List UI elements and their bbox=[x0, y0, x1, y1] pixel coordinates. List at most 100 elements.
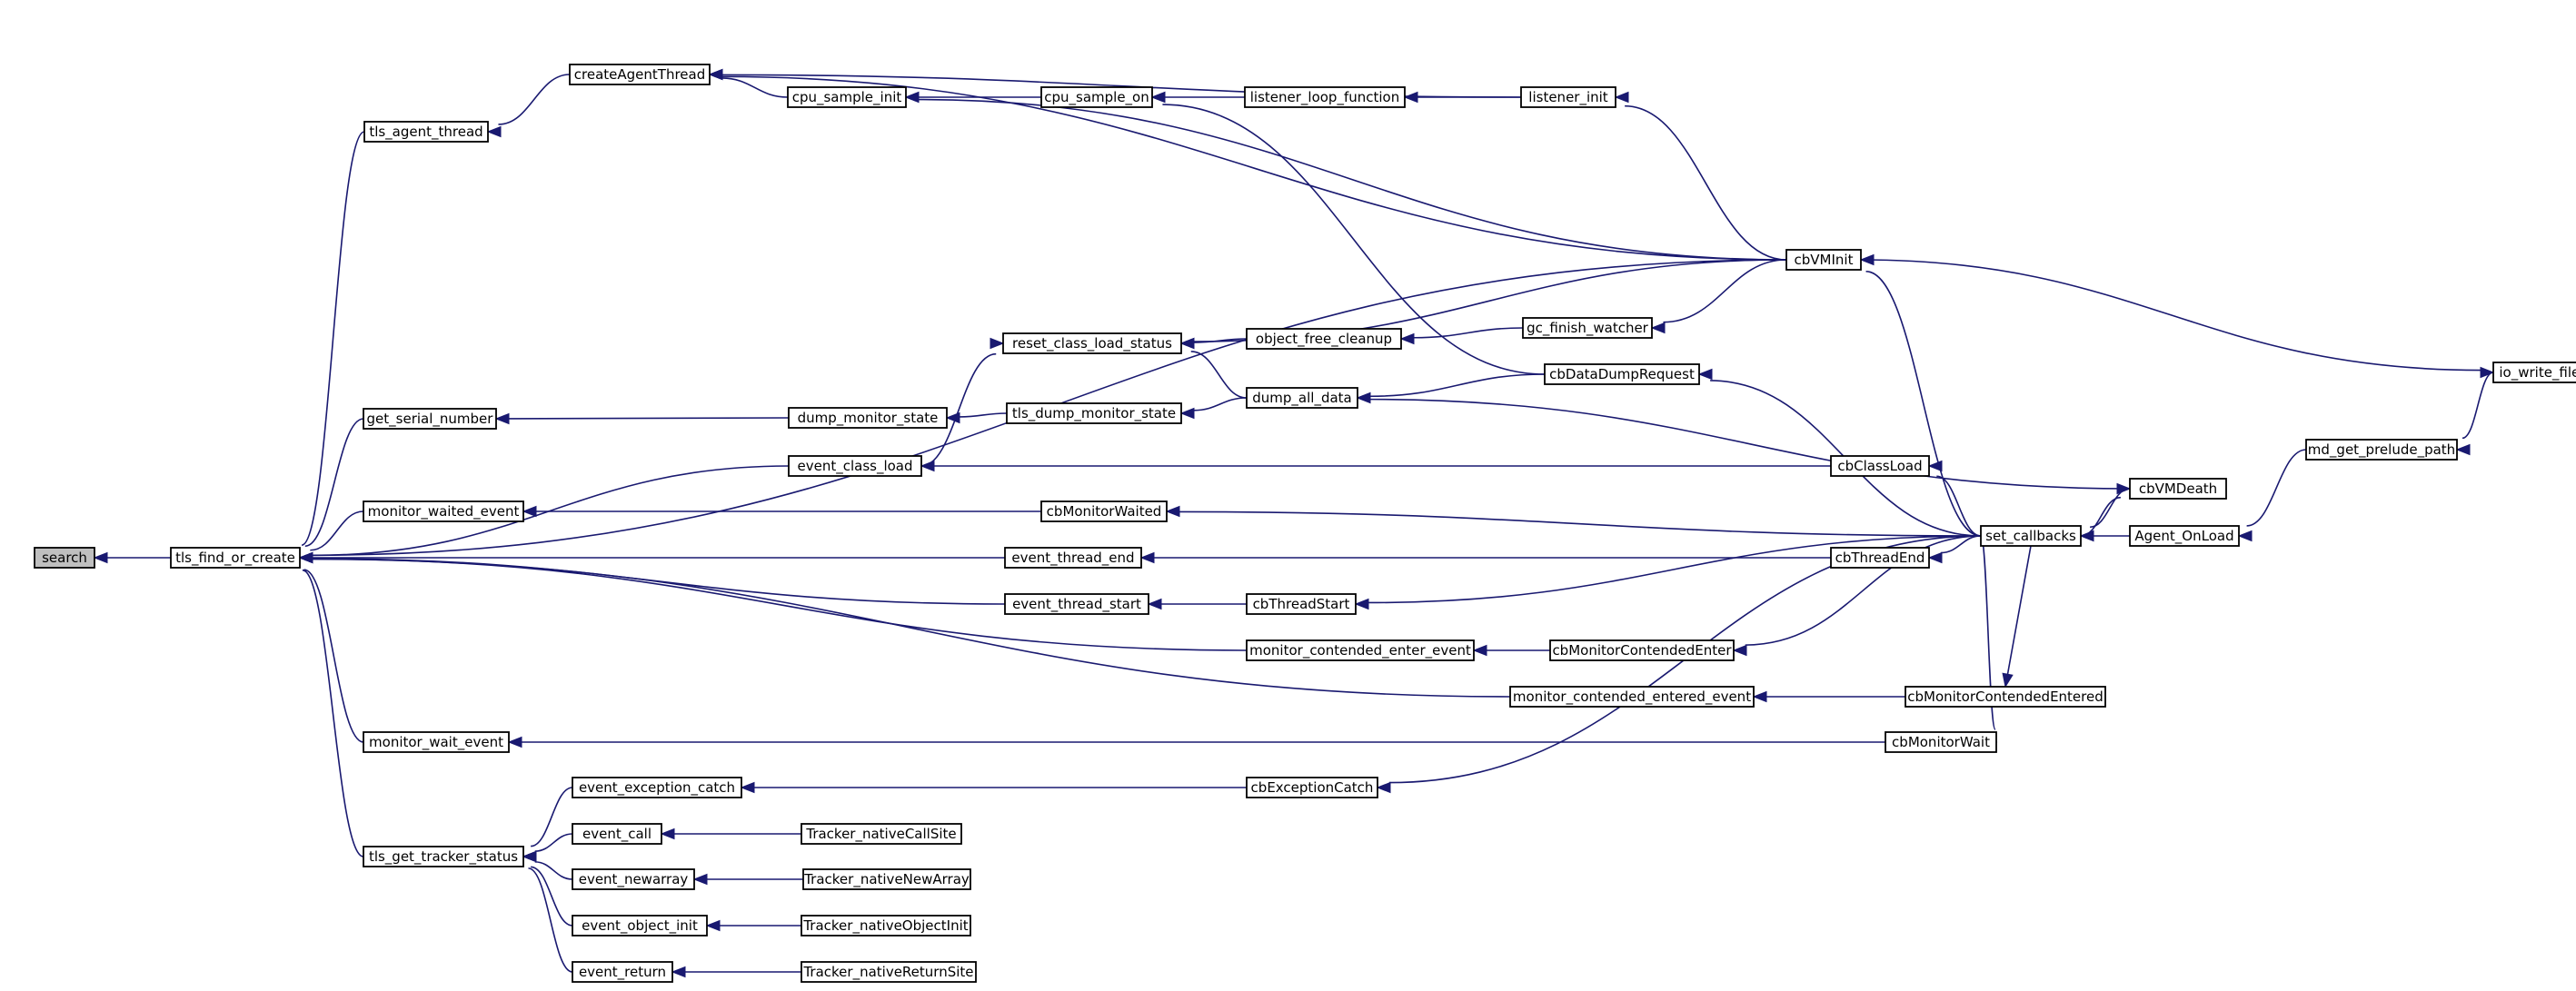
edge-set_callbacks-to-cbMonitorWait bbox=[1980, 535, 1998, 748]
node-tracker-nativeobjectinit[interactable]: Tracker_nativeObjectInit bbox=[801, 915, 971, 936]
node-io-write-file-header[interactable]: io_write_file_header bbox=[2492, 362, 2576, 383]
node-event-object-init[interactable]: event_object_init bbox=[572, 915, 708, 936]
node-label: monitor_contended_entered_event bbox=[1513, 689, 1751, 706]
node-event-newarray[interactable]: event_newarray bbox=[572, 868, 695, 890]
node-reset-class-load-status[interactable]: reset_class_load_status bbox=[1002, 332, 1182, 354]
node-cbthreadstart[interactable]: cbThreadStart bbox=[1246, 593, 1357, 615]
node-tracker-nativenewarray[interactable]: Tracker_nativeNewArray bbox=[802, 868, 971, 890]
node-dump-monitor-state[interactable]: dump_monitor_state bbox=[788, 407, 948, 429]
node-cbthreadend[interactable]: cbThreadEnd bbox=[1830, 547, 1930, 569]
node-listener-loop-function[interactable]: listener_loop_function bbox=[1244, 86, 1406, 108]
node-search[interactable]: search bbox=[34, 547, 95, 569]
node-label: Tracker_nativeObjectInit bbox=[802, 917, 968, 935]
node-cbdatadumprequest[interactable]: cbDataDumpRequest bbox=[1544, 363, 1700, 385]
arrowhead bbox=[904, 91, 920, 104]
node-label: cbMonitorWaited bbox=[1047, 503, 1162, 520]
node-label: cbDataDumpRequest bbox=[1549, 366, 1695, 382]
edge-cbMonitorWait-to-monitor_wait_event bbox=[507, 736, 1885, 748]
node-label: dump_monitor_state bbox=[798, 410, 939, 427]
node-box bbox=[2492, 362, 2576, 383]
arrowhead bbox=[1403, 91, 1418, 104]
arrowhead bbox=[1179, 337, 1195, 350]
edge-event_return-to-tls_get_tracker_status bbox=[522, 850, 573, 973]
node-cpu-sample-init[interactable]: cpu_sample_init bbox=[787, 86, 907, 108]
arrowhead bbox=[1614, 91, 1629, 104]
node-label: cbVMDeath bbox=[2139, 481, 2217, 497]
node-label: event_thread_end bbox=[1011, 550, 1134, 567]
arrowhead bbox=[522, 850, 537, 863]
arrowhead bbox=[705, 919, 721, 932]
node-cbmonitorcontendedenter[interactable]: cbMonitorContendedEnter bbox=[1549, 639, 1735, 661]
node-label: cbVMInit bbox=[1795, 252, 1854, 268]
node-box bbox=[2129, 478, 2227, 500]
edge-set_callbacks-to-cbMonitorContendedEnter bbox=[1732, 535, 1982, 657]
node-listener-init[interactable]: listener_init bbox=[1520, 86, 1616, 108]
node-cbexceptioncatch[interactable]: cbExceptionCatch bbox=[1246, 777, 1378, 798]
node-cpu-sample-on[interactable]: cpu_sample_on bbox=[1040, 86, 1153, 108]
node-get-serial-number[interactable]: get_serial_number bbox=[363, 408, 497, 430]
edge-set_callbacks-to-cbThreadStart bbox=[1354, 535, 1982, 610]
edge-line bbox=[1179, 510, 1982, 537]
node-monitor-waited-event[interactable]: monitor_waited_event bbox=[363, 500, 524, 522]
edge-line bbox=[312, 558, 1511, 698]
edge-line bbox=[721, 77, 789, 98]
node-box bbox=[572, 961, 673, 983]
edge-line bbox=[1625, 104, 1787, 261]
edge-line bbox=[310, 510, 364, 551]
node-tls-dump-monitor-state[interactable]: tls_dump_monitor_state bbox=[1006, 402, 1182, 424]
node-box bbox=[1520, 86, 1616, 108]
node-event-thread-end[interactable]: event_thread_end bbox=[1004, 547, 1142, 569]
arrowhead bbox=[93, 551, 108, 564]
node-box bbox=[1830, 455, 1930, 477]
node-event-class-load[interactable]: event_class_load bbox=[788, 455, 922, 477]
edge-Tracker_nativeObjectInit-to-event_object_init bbox=[705, 919, 801, 932]
node-event-return[interactable]: event_return bbox=[572, 961, 673, 983]
node-cbmonitorcontendedentered[interactable]: cbMonitorContendedEntered bbox=[1905, 686, 2106, 708]
node-label: monitor_wait_event bbox=[369, 734, 503, 751]
edge-line bbox=[1162, 104, 1546, 375]
node-md-get-prelude-path[interactable]: md_get_prelude_path bbox=[2305, 439, 2458, 461]
node-event-call[interactable]: event_call bbox=[572, 823, 662, 845]
node-monitor-wait-event[interactable]: monitor_wait_event bbox=[363, 731, 510, 753]
node-agent-onload[interactable]: Agent_OnLoad bbox=[2129, 525, 2240, 547]
node-cbclassload[interactable]: cbClassLoad bbox=[1830, 455, 1930, 477]
node-tls-agent-thread[interactable]: tls_agent_thread bbox=[363, 121, 489, 143]
node-cbvmdeath[interactable]: cbVMDeath bbox=[2129, 478, 2227, 500]
node-label: tls_get_tracker_status bbox=[369, 848, 518, 866]
node-box bbox=[1246, 639, 1475, 661]
node-tracker-nativecallsite[interactable]: Tracker_nativeCallSite bbox=[801, 823, 962, 845]
node-monitor-contended-entered-event[interactable]: monitor_contended_entered_event bbox=[1509, 686, 1755, 708]
node-gc-finish-watcher[interactable]: gc_finish_watcher bbox=[1522, 317, 1653, 339]
node-dump-all-data[interactable]: dump_all_data bbox=[1246, 387, 1358, 409]
node-cbvminit[interactable]: cbVMInit bbox=[1785, 249, 1862, 271]
node-tls-get-tracker-status[interactable]: tls_get_tracker_status bbox=[363, 846, 524, 867]
node-object-free-cleanup[interactable]: object_free_cleanup bbox=[1246, 328, 1402, 350]
edge-set_callbacks-to-cbMonitorContendedEntered bbox=[2002, 545, 2032, 689]
edge-line bbox=[2006, 545, 2032, 675]
node-box bbox=[1006, 402, 1182, 424]
node-tls-find-or-create[interactable]: tls_find_or_create bbox=[170, 547, 301, 569]
edge-line bbox=[1940, 535, 1982, 554]
edge-Tracker_nativeReturnSite-to-event_return bbox=[671, 966, 801, 978]
node-label: io_write_file_header bbox=[2499, 364, 2576, 382]
edge-line bbox=[534, 833, 573, 852]
node-createagentthread[interactable]: createAgentThread bbox=[569, 64, 711, 85]
node-set-callbacks[interactable]: set_callbacks bbox=[1980, 525, 2082, 547]
node-cbmonitorwaited[interactable]: cbMonitorWaited bbox=[1040, 500, 1168, 522]
edge-cbVMInit-to-io_write_file_header bbox=[1860, 259, 2495, 379]
node-event-exception-catch[interactable]: event_exception_catch bbox=[572, 777, 742, 798]
node-box bbox=[2129, 525, 2240, 547]
node-label: dump_all_data bbox=[1252, 390, 1351, 407]
node-box bbox=[363, 846, 524, 867]
node-cbmonitorwait[interactable]: cbMonitorWait bbox=[1885, 731, 1997, 753]
node-box bbox=[1509, 686, 1755, 708]
node-event-thread-start[interactable]: event_thread_start bbox=[1004, 593, 1149, 615]
node-monitor-contended-enter-event[interactable]: monitor_contended_enter_event bbox=[1246, 639, 1475, 661]
arrowhead bbox=[1179, 407, 1195, 420]
node-box bbox=[1885, 731, 1997, 753]
edge-set_callbacks-to-cbExceptionCatch bbox=[1376, 535, 1982, 794]
node-tracker-nativereturnsite[interactable]: Tracker_nativeReturnSite bbox=[801, 961, 977, 983]
node-box bbox=[788, 455, 922, 477]
edge-dump_all_data-to-tls_dump_monitor_state bbox=[1179, 397, 1248, 420]
